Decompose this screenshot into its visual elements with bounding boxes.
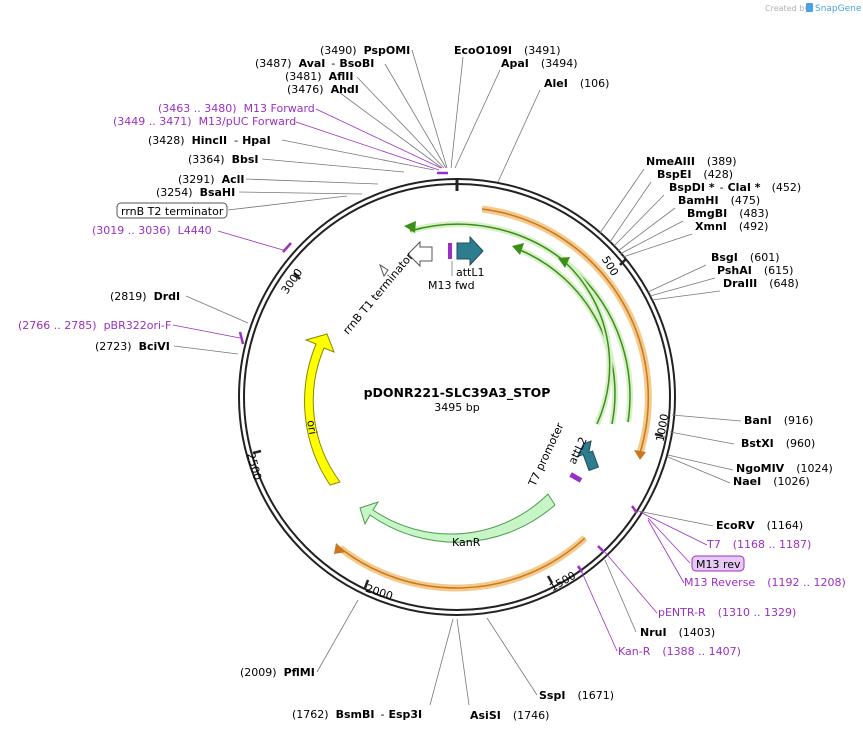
orf-arc-top xyxy=(481,205,652,455)
site-apai: ApaI(3494) xyxy=(501,57,577,70)
site-l4440: (3019 .. 3036)L4440 xyxy=(92,224,212,237)
orf-arc-top-arrow xyxy=(634,450,646,460)
site-aflii: (3481)AflII xyxy=(285,70,353,83)
credit-prefix: Created by xyxy=(765,4,809,13)
site-ngomiv: NgoMIV(1024) xyxy=(736,462,833,475)
orf-arc-bottom-arrow xyxy=(334,543,346,554)
site-t7: T7(1168 .. 1187) xyxy=(706,538,811,551)
snapgene-credit: Created by SnapGene xyxy=(765,3,862,14)
ori-feature[interactable] xyxy=(304,333,341,486)
site-sspi: SspI(1671) xyxy=(539,689,614,702)
orf-arc-bottom-line xyxy=(339,537,586,589)
site-bstxi: BstXI(960) xyxy=(741,437,815,450)
green-arc-1-arrow xyxy=(404,221,416,233)
attl1-feature[interactable] xyxy=(456,235,484,267)
rrnb-t2-feature[interactable] xyxy=(379,263,389,278)
m13-rev-label-box xyxy=(691,555,745,572)
site-hincii: (3428)HincII-HpaI xyxy=(148,134,271,147)
attl2-feature[interactable] xyxy=(574,440,600,473)
green-arc-3-line xyxy=(564,261,611,425)
rrnb-t2-label-box xyxy=(116,202,228,219)
rrnb-t1-label: rrnB T1 terminator xyxy=(340,250,416,337)
site-avai: (3487)AvaI-BsoBI xyxy=(255,57,374,70)
site-bspdi: BspDI *-ClaI *(452) xyxy=(669,181,801,194)
site-bamhi: BamHI(475) xyxy=(678,194,760,207)
rrnb-t1-feature[interactable] xyxy=(407,240,433,268)
m13-rev-label: M13 rev xyxy=(696,558,741,571)
site-m13-forward: (3463 .. 3480)M13 Forward xyxy=(158,102,315,115)
site-pflmi: (2009)PflMI xyxy=(240,666,315,679)
primer-leader-lines xyxy=(172,108,708,652)
tick-label-1000: 1000 xyxy=(654,413,672,443)
tick-label-3000: 3000 xyxy=(279,266,306,296)
site-pbr322ori-f: (2766 .. 2785)pBR322ori-F xyxy=(18,319,171,332)
site-alei: AleI(106) xyxy=(544,77,609,90)
tick-label-1500: 1500 xyxy=(547,569,578,594)
site-bsgi: BsgI(601) xyxy=(711,251,780,264)
plasmid-length: 3495 bp xyxy=(434,401,479,414)
green-arc-2-arrow xyxy=(512,243,524,255)
site-ahdi: (3476)AhdI xyxy=(287,83,359,96)
primer-marks xyxy=(238,171,639,573)
site-asisi: AsiSI(1746) xyxy=(470,709,549,722)
orf-arc-top-line xyxy=(481,208,650,454)
site-bmgbi: BmgBI(483) xyxy=(687,207,769,220)
m13-rev-feature[interactable] xyxy=(569,472,583,483)
site-nrui: NruI(1403) xyxy=(640,626,715,639)
plasmid-name: pDONR221-SLC39A3_STOP xyxy=(364,385,551,401)
site-pentr-r: pENTR-R(1310 .. 1329) xyxy=(658,606,796,619)
site-bcivi: (2723)BciVI xyxy=(95,340,170,353)
snapgene-logo-icon xyxy=(806,3,813,12)
site-ecorv: EcoRV(1164) xyxy=(716,519,803,532)
m13-fwd-feature[interactable] xyxy=(448,243,452,259)
site-m13-reverse: M13 Reverse(1192 .. 1208) xyxy=(684,576,846,589)
rrnb-t2-label: rrnB T2 terminator xyxy=(121,205,224,218)
green-arc-3-arrow xyxy=(558,257,570,268)
site-pshai: PshAI(615) xyxy=(717,264,793,277)
site-draiii: DraIII(648) xyxy=(723,277,799,290)
site-ecoo109i: EcoO109I(3491) xyxy=(454,44,561,57)
site-acli: (3291)AclI xyxy=(178,173,244,186)
site-bspei: BspEI(428) xyxy=(657,168,733,181)
site-pspomi: (3490)PspOMI xyxy=(320,44,410,57)
tick-marks xyxy=(252,258,664,589)
site-bsahi: (3254)BsaHI xyxy=(156,186,235,199)
ori-label: ori xyxy=(304,419,319,435)
site-nmeaiii: NmeAIII(389) xyxy=(646,155,737,168)
credit-brand: SnapGene xyxy=(815,4,862,14)
site-m13-puc-forward: (3449 .. 3471)M13/pUC Forward xyxy=(113,115,296,128)
site-bani: BanI(916) xyxy=(744,414,813,427)
site-xmni: XmnI(492) xyxy=(695,220,768,233)
kanr-label: KanR xyxy=(452,536,481,549)
site-bsmbi: (1762)BsmBI-Esp3I xyxy=(292,708,422,721)
site-naei: NaeI(1026) xyxy=(733,475,810,488)
tick-label-2500: 2500 xyxy=(244,451,264,481)
site-bbsi: (3364)BbsI xyxy=(188,153,258,166)
leader-lines xyxy=(173,49,742,706)
site-drdi: (2819)DrdI xyxy=(110,290,180,303)
attl1-label: attL1 xyxy=(456,266,485,279)
green-arc-2-line xyxy=(519,249,616,425)
site-kan-r: Kan-R(1388 .. 1407) xyxy=(618,645,741,658)
kanr-feature[interactable] xyxy=(359,493,556,543)
t7-promoter-label: T7 promoter xyxy=(526,420,567,489)
m13-fwd-label: M13 fwd xyxy=(428,279,475,292)
